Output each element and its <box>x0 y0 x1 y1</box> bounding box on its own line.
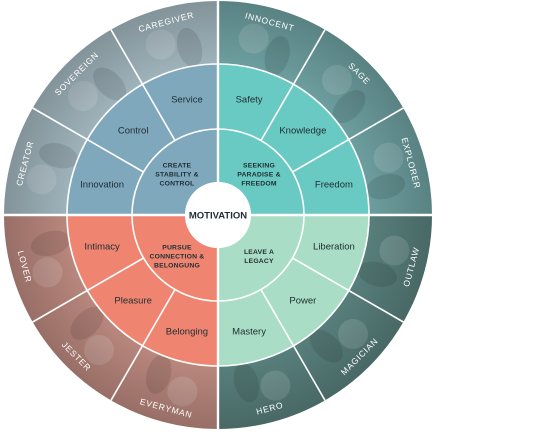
segment-divider <box>110 289 176 401</box>
motivation-segment <box>261 258 349 346</box>
segment-divider <box>32 257 144 323</box>
quadrant-label-line: PARADISE & <box>237 171 280 178</box>
segment-divider <box>260 289 326 401</box>
motivation-label: Power <box>289 295 316 306</box>
motivation-label: Safety <box>236 95 263 106</box>
motivation-segment <box>261 84 349 172</box>
quadrant-label-line: LEAVE A <box>244 249 274 256</box>
quadrant-connection <box>132 215 218 301</box>
ring-border <box>131 128 305 302</box>
motivation-label: Intimacy <box>84 242 120 253</box>
segment-divider <box>32 107 144 173</box>
quadrant-label-line: CONNECTION & <box>150 254 205 261</box>
quadrant-label-line: CONTROL <box>159 180 194 187</box>
motivation-segment <box>292 139 369 215</box>
segment-divider <box>260 29 326 141</box>
quadrant-ring <box>132 129 304 301</box>
quadrant-legacy-label: LEAVE A LEGACY <box>244 249 274 265</box>
motivation-label: Pleasure <box>114 295 152 306</box>
center-hub: MOTIVATION <box>185 182 251 248</box>
motivation-segment <box>218 289 294 366</box>
motivation-segment <box>87 258 175 346</box>
quadrant-label-line: SEEKING <box>243 162 275 169</box>
motivation-ring <box>67 64 369 366</box>
motivation-label: Control <box>118 126 149 137</box>
motivation-segment <box>292 215 369 291</box>
quadrant-label-line: BELONGUNG <box>154 263 200 270</box>
quadrant-label-line: LEGACY <box>244 258 274 265</box>
motivation-segment <box>218 64 294 141</box>
motivation-label: Knowledge <box>279 126 326 137</box>
motivation-segment <box>87 84 175 172</box>
quadrant-paradise-label: SEEKING PARADISE & FREEDOM <box>237 162 280 187</box>
quadrant-stability-label: CREATE STABILITY & CONTROL <box>155 162 199 187</box>
quadrant-legacy <box>218 215 304 301</box>
motivation-label: Belonging <box>166 326 208 337</box>
quadrant-label-line: CREATE <box>163 162 192 169</box>
quadrant-stability <box>132 129 218 215</box>
motivation-segment <box>67 215 144 291</box>
center-circle <box>185 182 251 248</box>
center-label: MOTIVATION <box>189 211 247 222</box>
quadrant-label-line: FREEDOM <box>241 180 277 187</box>
motivation-label: Mastery <box>232 326 266 337</box>
motivation-label: Service <box>171 95 203 106</box>
segment-divider <box>292 257 404 323</box>
motivation-label: Liberation <box>313 242 355 253</box>
motivation-label: Innovation <box>80 179 124 190</box>
motivation-segment <box>67 139 144 215</box>
quadrant-paradise <box>218 129 304 215</box>
ring-border <box>66 63 370 367</box>
quadrant-label-line: PURSUE <box>162 245 192 252</box>
quadrant-label-line: STABILITY & <box>155 171 199 178</box>
ring-dividers <box>4 1 432 429</box>
motivation-segment <box>142 289 218 366</box>
segment-divider <box>110 29 176 141</box>
motivation-segment <box>142 64 218 141</box>
segment-divider <box>292 107 404 173</box>
quadrant-connection-label: PURSUE CONNECTION & BELONGUNG <box>150 245 205 270</box>
motivation-label: Freedom <box>315 179 353 190</box>
